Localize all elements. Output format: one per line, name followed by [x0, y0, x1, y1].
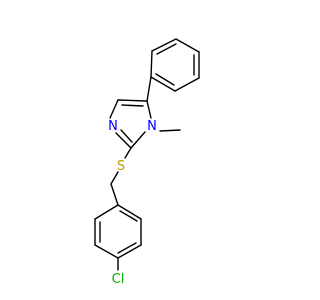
- bond-ring2-1-inner: [119, 210, 138, 222]
- bond-n-methyl: [159, 129, 181, 132]
- chlorophenyl-ring: [94, 204, 142, 259]
- bond-c2-sulfur: [124, 147, 132, 159]
- bond-phenyl-2-inner: [156, 43, 177, 55]
- phenyl-ring: [150, 38, 200, 92]
- structure-canvas: N N S Cl: [94, 38, 200, 287]
- bond-phenyl-2: [151, 38, 177, 52]
- bond-phenyl-1: [150, 50, 153, 78]
- nitrogen-methyl-label: N: [147, 119, 157, 134]
- bond-c4-n3: [109, 99, 119, 119]
- bond-ring2-3: [117, 244, 142, 259]
- molecule-structure: N N S Cl: [94, 38, 200, 287]
- imidazole-ring: [109, 99, 152, 149]
- bond-phenyl-3: [175, 38, 200, 53]
- nitrogen-imine-label: N: [108, 119, 118, 134]
- bond-phenyl-imidazole: [146, 76, 152, 102]
- bond-c4-c5: [117, 99, 148, 102]
- bond-n1-c5: [146, 100, 152, 119]
- bond-ring2-6: [94, 204, 119, 220]
- bond-phenyl-6-inner: [155, 73, 175, 86]
- bond-phenyl-5: [174, 77, 200, 92]
- bond-ring2-4: [94, 244, 119, 259]
- bond-sulfur-ch2: [110, 171, 119, 185]
- bond-ring2-3-inner: [117, 242, 137, 254]
- bond-c4-c5-inner: [121, 104, 144, 107]
- bond-c2-n1: [130, 131, 146, 149]
- bond-ch2-ring: [110, 183, 119, 206]
- bond-ring2-1: [117, 204, 142, 220]
- chlorine-label: Cl: [112, 272, 125, 287]
- bond-phenyl-6: [150, 76, 176, 92]
- sulfur-label: S: [117, 159, 125, 174]
- bond-n3-c2: [115, 132, 132, 149]
- bond-n3-c2-inner: [120, 129, 133, 143]
